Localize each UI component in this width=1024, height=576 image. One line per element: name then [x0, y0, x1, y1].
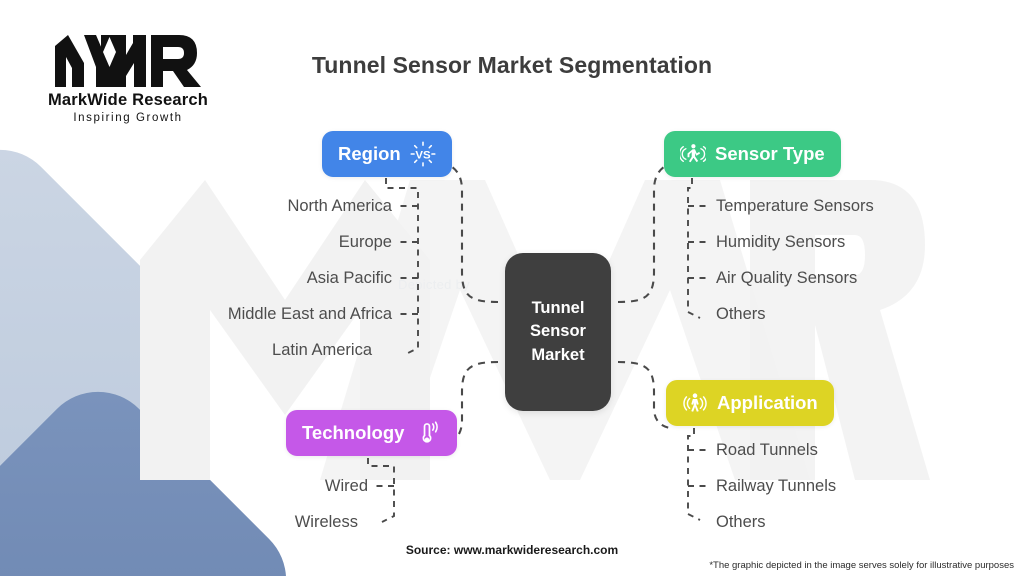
- link-center-region: [439, 160, 499, 304]
- leaf-sensor-type-3: Others: [716, 305, 766, 323]
- link-sensortype-spine: [687, 178, 701, 319]
- leaf-application-2: Others: [716, 513, 766, 531]
- branch-label-sensor-type: Sensor Type: [715, 143, 825, 164]
- leaf-sensor-type-0: Temperature Sensors: [716, 197, 874, 215]
- leaf-application-0: Road Tunnels: [716, 441, 818, 459]
- motion-detect-icon: [682, 390, 708, 416]
- leaf-technology-0: Wired: [324, 477, 368, 495]
- logo-company-name: MarkWide Research: [47, 91, 209, 109]
- branch-label-region: Region: [338, 143, 401, 164]
- branch-label-technology: Technology: [302, 422, 405, 443]
- source-note: Source: www.markwideresearch.com: [405, 543, 619, 557]
- link-center-application: [617, 360, 671, 430]
- leaf-region-0: North America: [287, 197, 392, 215]
- logo-tagline: Inspiring Growth: [73, 112, 183, 124]
- mwr-logo-icon: [55, 35, 201, 87]
- central-node-line3: Market: [531, 345, 585, 364]
- leaf-region-1: Europe: [338, 233, 392, 251]
- leaf-region-4: Latin America: [272, 341, 372, 359]
- brand-logo: MarkWide Research Inspiring Growth: [28, 32, 228, 124]
- central-node-label: Tunnel Sensor Market: [530, 297, 586, 367]
- watermark-text: Depicted by: [398, 277, 470, 292]
- leaf-application-1: Railway Tunnels: [716, 477, 837, 495]
- branch-node-sensor-type[interactable]: Sensor Type: [664, 131, 841, 177]
- motion-sensor-icon: [680, 141, 706, 167]
- branch-node-technology[interactable]: Technology: [286, 410, 458, 456]
- branch-node-application[interactable]: Application: [666, 380, 834, 426]
- branch-label-application: Application: [717, 392, 818, 413]
- vs-burst-icon: VS: [410, 141, 436, 167]
- link-technology-spine: [367, 458, 395, 523]
- central-node-line2: Sensor: [530, 322, 586, 341]
- leaf-technology-1: Wireless: [294, 513, 358, 531]
- thermometer-wireless-icon: [413, 419, 441, 447]
- central-node: Tunnel Sensor Market: [505, 253, 611, 411]
- leaf-sensor-type-2: Air Quality Sensors: [716, 269, 858, 287]
- branch-node-region[interactable]: Region VS: [322, 131, 452, 177]
- leaf-sensor-type-1: Humidity Sensors: [716, 233, 846, 251]
- page-title: Tunnel Sensor Market Segmentation: [311, 52, 713, 78]
- link-application-spine: [687, 428, 701, 521]
- svg-text:VS: VS: [415, 149, 431, 161]
- disclaimer-note: *The graphic depicted in the image serve…: [709, 560, 1014, 571]
- central-node-line1: Tunnel: [531, 298, 585, 317]
- leaf-region-3: Middle East and Africa: [227, 305, 392, 323]
- leaf-region-2: Asia Pacific: [306, 269, 392, 287]
- link-center-sensortype: [617, 160, 677, 304]
